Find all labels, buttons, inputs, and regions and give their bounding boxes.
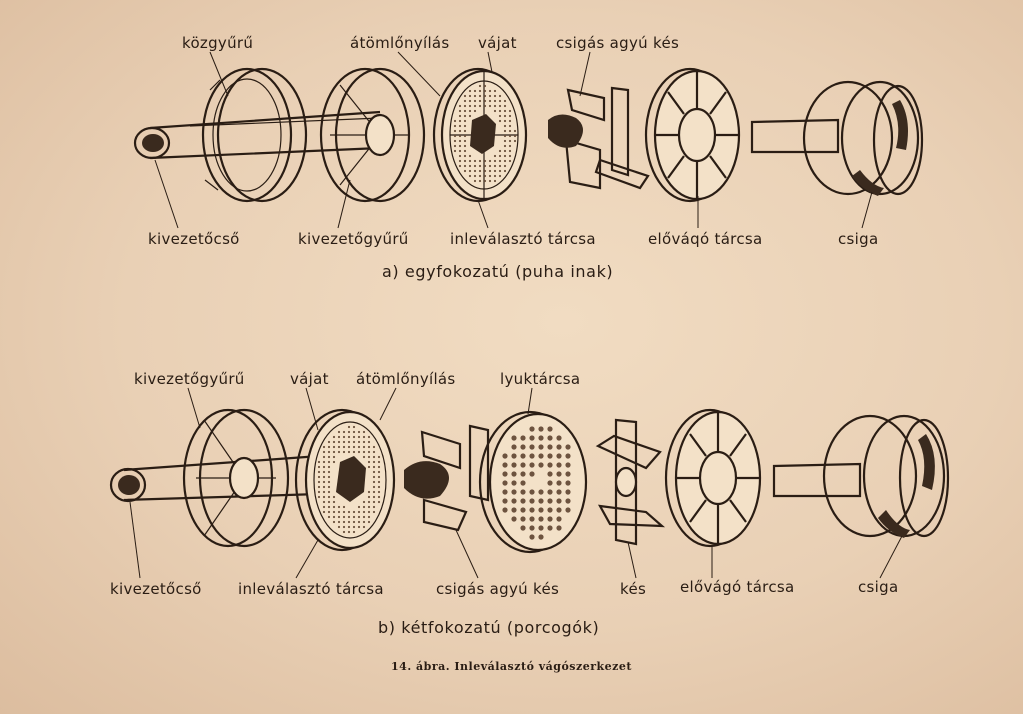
label-b-csiga: csiga xyxy=(858,578,899,596)
label-a-atomlonyilas: átömlőnyílás xyxy=(350,34,450,52)
subtitle-a: a) egyfokozatú (puha inak) xyxy=(382,262,614,281)
label-b-kivezetocso: kivezetőcső xyxy=(110,580,202,598)
b-outlet-ring xyxy=(182,408,290,548)
a-central-ring xyxy=(201,67,308,203)
a-separator-disc xyxy=(432,67,528,203)
b-auger xyxy=(772,414,950,538)
label-b-atomlonyilas: átömlőnyílás xyxy=(356,370,456,388)
label-b-inlevalaszto-tarcsa: inleválasztó tárcsa xyxy=(238,580,384,598)
a-auger xyxy=(750,80,924,196)
figure-caption: 14. ábra. Inleválasztó vágószerkezet xyxy=(391,660,632,673)
b-precut-disc xyxy=(664,408,762,548)
label-b-kes: kés xyxy=(620,580,647,598)
b-separator-disc xyxy=(294,408,396,552)
subtitle-b: b) kétfokozatú (porcogók) xyxy=(378,618,600,637)
b-auger-hub-knife xyxy=(404,424,490,532)
a-outlet-tube xyxy=(133,110,381,160)
label-b-vajat: vájat xyxy=(290,370,329,388)
label-a-csigas-agyu-kes: csigás agyú kés xyxy=(556,34,680,52)
label-a-kozgyuru: közgyűrű xyxy=(182,34,254,52)
panel-a-drawing xyxy=(133,51,924,229)
a-outlet-ring xyxy=(319,67,426,203)
a-auger-hub-knife xyxy=(548,86,650,190)
label-b-csigas-agyu-kes: csigás agyú kés xyxy=(436,580,560,598)
label-a-vajat: vájat xyxy=(478,34,517,52)
panel-b-drawing xyxy=(109,387,950,579)
label-b-kivezetogyuru: kivezetőgyűrű xyxy=(134,370,245,388)
label-a-csiga: csiga xyxy=(838,230,879,248)
label-a-kivezetocso: kivezetőcső xyxy=(148,230,240,248)
b-perforated-disc xyxy=(478,410,588,554)
label-a-inlevalaszto-tarcsa: inleválasztó tárcsa xyxy=(450,230,596,248)
b-knife xyxy=(595,418,666,546)
a-precut-disc xyxy=(644,67,741,203)
label-a-elovago-tarcsa: előváqó tárcsa xyxy=(648,230,763,248)
label-a-kivezetogyuru: kivezetőgyűrű xyxy=(298,230,409,248)
label-b-elovago-tarcsa: elővágó tárcsa xyxy=(680,578,795,596)
label-b-lyuktarcsa: lyuktárcsa xyxy=(500,370,581,388)
